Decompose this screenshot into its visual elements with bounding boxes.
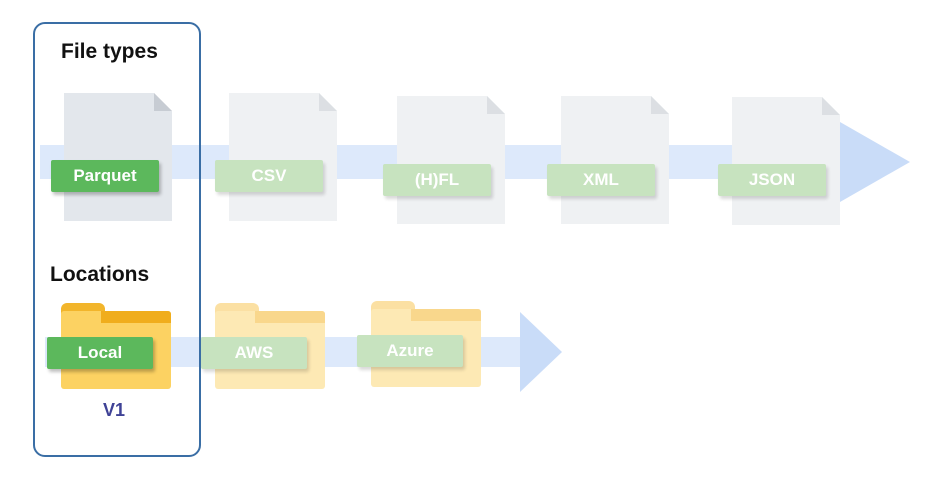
file-type-label-parquet: Parquet bbox=[51, 160, 159, 192]
version-label: V1 bbox=[103, 400, 126, 420]
file-type-label-csv: CSV bbox=[215, 160, 323, 192]
file-type-label-xml: XML bbox=[547, 164, 655, 196]
locations-heading: Locations bbox=[50, 263, 150, 286]
document-icon bbox=[397, 96, 505, 224]
locations-arrow-icon bbox=[520, 312, 562, 392]
document-icon bbox=[229, 93, 337, 221]
file-types-arrow-icon bbox=[840, 122, 910, 202]
current-version-panel bbox=[33, 22, 201, 457]
document-icon bbox=[561, 96, 669, 224]
document-icon bbox=[64, 93, 172, 221]
file-type-label-hfl: (H)FL bbox=[383, 164, 491, 196]
location-label-aws: AWS bbox=[201, 337, 307, 369]
file-types-heading: File types bbox=[61, 40, 158, 63]
location-label-azure: Azure bbox=[357, 335, 463, 367]
document-icon bbox=[732, 97, 840, 225]
location-label-local: Local bbox=[47, 337, 153, 369]
file-type-label-json: JSON bbox=[718, 164, 826, 196]
